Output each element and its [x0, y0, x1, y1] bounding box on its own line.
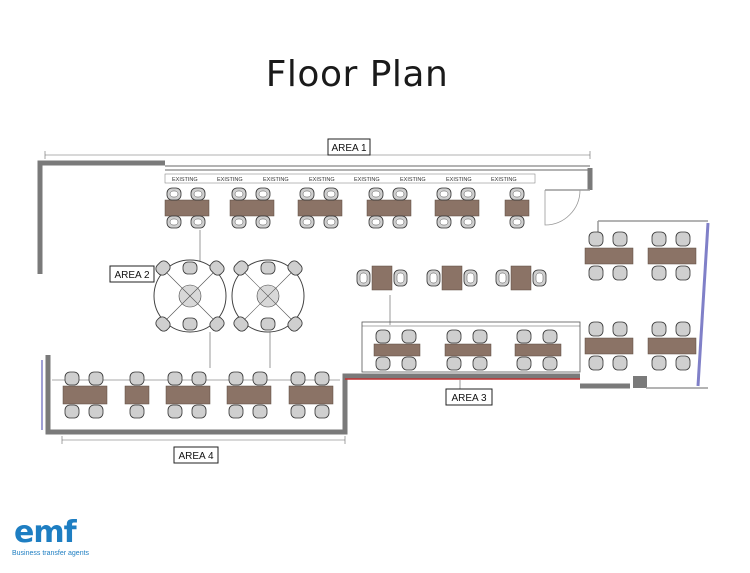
table-group — [495, 265, 547, 291]
chair — [166, 187, 182, 201]
chair — [392, 187, 408, 201]
chair — [323, 215, 339, 229]
table-group — [584, 321, 634, 371]
table-group — [226, 371, 272, 419]
round-table — [153, 259, 227, 333]
table-group — [426, 265, 478, 291]
logo-wordmark: emf — [14, 515, 77, 550]
table-group — [366, 187, 412, 229]
page-title: Floor Plan — [265, 54, 449, 95]
chair — [299, 215, 315, 229]
area-1-tables — [164, 187, 530, 266]
chair — [231, 187, 247, 201]
existing-label-7: EXISTING — [446, 177, 472, 183]
area-3-booths — [361, 321, 581, 390]
existing-label-2: EXISTING — [217, 177, 243, 183]
existing-label-6: EXISTING — [400, 177, 426, 183]
chair — [463, 269, 478, 287]
chair — [255, 187, 271, 201]
chair — [436, 187, 452, 201]
chair — [426, 269, 441, 287]
table-group — [62, 371, 108, 419]
chair — [495, 269, 510, 287]
table-group — [229, 187, 275, 229]
svg-text:AREA 3: AREA 3 — [451, 393, 486, 404]
area-label-4: AREA 4 — [173, 446, 219, 464]
svg-text:AREA 4: AREA 4 — [178, 451, 213, 462]
booth — [373, 329, 421, 371]
table-group — [434, 187, 480, 229]
chair — [166, 215, 182, 229]
booth — [514, 329, 562, 371]
table-group — [288, 371, 334, 419]
chair — [509, 187, 525, 201]
chair — [460, 215, 476, 229]
area-label-2: AREA 2 — [109, 265, 155, 283]
table-group — [356, 265, 408, 291]
existing-label-5: EXISTING — [354, 177, 380, 183]
area-2-round-tables — [153, 259, 305, 368]
top-dimension — [44, 151, 591, 159]
booth — [444, 329, 492, 371]
existing-label-8: EXISTING — [491, 177, 517, 183]
existing-label-1: EXISTING — [172, 177, 198, 183]
table-group — [584, 231, 634, 281]
table-group — [297, 187, 343, 229]
area-1-middle-tables — [356, 265, 547, 325]
chair — [255, 215, 271, 229]
table-group — [647, 321, 697, 371]
chair — [190, 215, 206, 229]
emf-logo: emf Business transfer agents — [6, 511, 104, 567]
chair — [392, 215, 408, 229]
chair — [393, 269, 408, 287]
chair — [231, 215, 247, 229]
chair — [368, 215, 384, 229]
table-group — [504, 187, 530, 229]
chair — [460, 187, 476, 201]
chair — [299, 187, 315, 201]
chair — [532, 269, 547, 287]
right-room-tables — [584, 231, 697, 371]
round-table — [231, 259, 305, 333]
chair — [509, 215, 525, 229]
chair — [436, 215, 452, 229]
area-label-3: AREA 3 — [445, 388, 493, 406]
existing-label-3: EXISTING — [263, 177, 289, 183]
svg-text:AREA 1: AREA 1 — [331, 143, 366, 154]
area-4-tables — [52, 371, 346, 444]
existing-labels: EXISTING EXISTING EXISTING EXISTING EXIS… — [164, 173, 536, 184]
table-group — [164, 187, 210, 229]
chair — [190, 187, 206, 201]
table-group — [165, 371, 211, 419]
existing-label-4: EXISTING — [309, 177, 335, 183]
area-label-1: AREA 1 — [327, 138, 371, 156]
logo-tagline: Business transfer agents — [12, 550, 90, 557]
walls — [37, 160, 710, 435]
svg-text:AREA 2: AREA 2 — [114, 270, 149, 281]
table-group — [124, 371, 150, 419]
table-group — [647, 231, 697, 281]
chair — [368, 187, 384, 201]
chair — [323, 187, 339, 201]
chair — [356, 269, 371, 287]
